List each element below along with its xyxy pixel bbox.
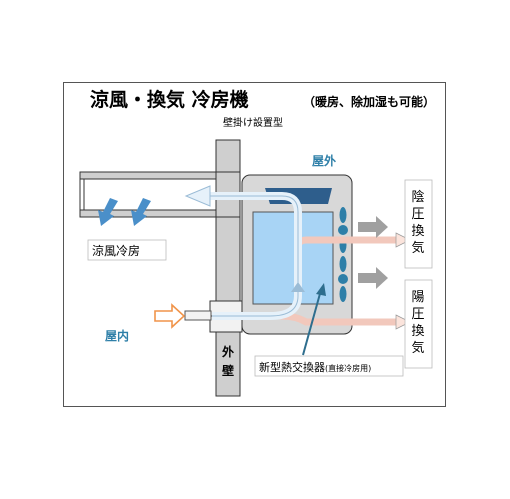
cool-breeze-label: 涼風冷房 — [92, 243, 140, 258]
install-type: 壁掛け設置型 — [223, 116, 283, 129]
down-arrow-left-icon — [98, 198, 118, 226]
up-arrow-icon — [291, 282, 305, 292]
exhaust-arrow-upper-icon — [395, 232, 411, 248]
outer-wall — [215, 139, 241, 397]
outer-wall-label: 外 壁 — [221, 345, 234, 378]
heat-exchanger-note: (直接冷房用) — [325, 363, 371, 373]
down-arrow-right-icon — [131, 198, 151, 226]
title-main: 涼風・換気 冷房機 — [90, 88, 249, 111]
exhaust-lower-label: 陽 圧 換 気 — [411, 290, 425, 356]
grey-arrow-lower-icon — [358, 267, 388, 289]
fan-lower-icon — [338, 256, 348, 302]
exhaust-arrow-lower-icon — [395, 314, 411, 330]
title-sub: （暖房、除加湿も可能） — [303, 94, 435, 109]
heat-exchanger-label: 新型熱交換器(直接冷房用) — [259, 360, 371, 374]
heat-exchanger-leader — [302, 289, 322, 356]
heat-exchanger — [252, 211, 334, 305]
heat-exchanger-box — [254, 355, 404, 377]
intake-pipe — [184, 310, 212, 321]
outdoor-label: 屋外 — [312, 153, 336, 168]
exhaust-lower-box — [404, 279, 433, 369]
cool-breeze-box — [87, 239, 167, 261]
intake-arrow-icon — [154, 303, 186, 329]
indoor-label: 屋内 — [105, 328, 129, 343]
exhaust-upper-label: 陰 圧 換 気 — [411, 190, 425, 256]
grey-arrow-upper-icon — [358, 216, 388, 238]
exhaust-upper-box — [404, 179, 433, 269]
cool-air-arrow-icon — [184, 185, 211, 207]
